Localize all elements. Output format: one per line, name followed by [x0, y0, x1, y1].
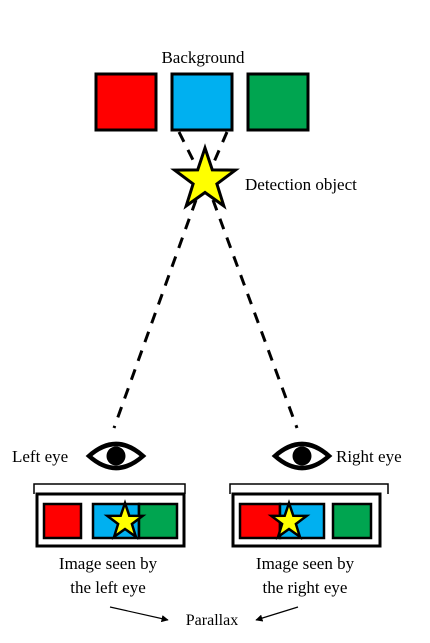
right-image-green-square [331, 502, 373, 540]
sight-line-upper-left [177, 131, 196, 163]
right-image-caption-line2: the right eye [263, 578, 348, 597]
eye-icon [85, 441, 147, 471]
star-icon [267, 499, 311, 540]
background-label: Background [161, 48, 245, 67]
eye-icon [271, 441, 333, 471]
left-image-green-square [137, 502, 179, 540]
left-image-red-square [42, 502, 83, 540]
left-image-caption-line1: Image seen by [59, 554, 158, 573]
star-icon [103, 499, 147, 540]
right-eye-label: Right eye [336, 447, 402, 466]
sight-line-lower-left [112, 199, 198, 429]
sight-line-lower-right [211, 199, 299, 429]
parallax-arrow-right [255, 606, 299, 622]
parallax-label: Parallax [186, 612, 238, 629]
right-image-caption-line1: Image seen by [256, 554, 355, 573]
background-blue-square [170, 72, 234, 132]
star-icon [170, 143, 240, 210]
background-squares [94, 72, 310, 132]
background-red-square [94, 72, 158, 132]
detection-object-label: Detection object [245, 175, 357, 194]
left-view-bracket [33, 483, 186, 494]
sight-line-upper-right [212, 131, 229, 163]
background-green-square [246, 72, 310, 132]
right-view-bracket [229, 483, 389, 494]
left-eye-image [35, 492, 186, 548]
parallax-arrow-left [109, 606, 169, 623]
right-eye-image [231, 492, 382, 548]
right-image-red-square [238, 502, 282, 540]
sight-lines [112, 131, 299, 429]
left-eye-label: Left eye [12, 447, 68, 466]
left-image-caption-line2: the left eye [70, 578, 146, 597]
